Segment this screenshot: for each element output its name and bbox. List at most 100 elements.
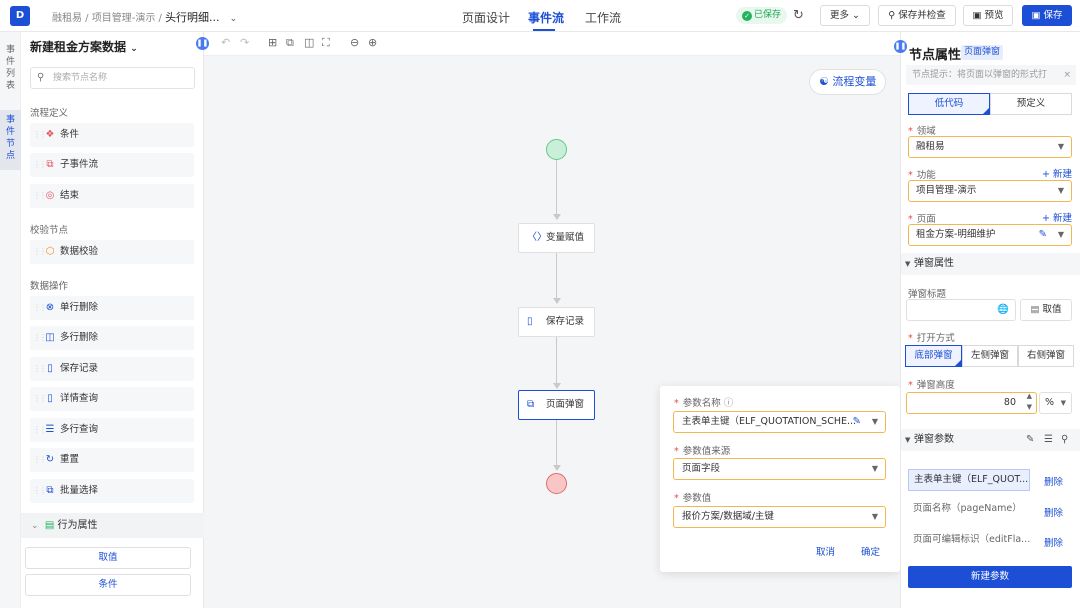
node-item-save-record[interactable]: ⋮⋮▯保存记录 [30,357,194,381]
new-page-link[interactable]: + 新建 [1042,213,1072,224]
open-mode-bottom[interactable]: 底部弹窗 [905,345,962,367]
delete-param-link[interactable]: 删除 [1044,538,1064,549]
search-input[interactable]: ⚲ 搜索节点名称 [30,67,195,89]
breadcrumb[interactable]: 融租易 / 项目管理-演示 / 头行明细... ⌄ [52,9,237,25]
delete-param-link[interactable]: 删除 [1044,477,1064,488]
drag-handle-icon[interactable]: ⋮⋮ [33,130,47,139]
edit-icon[interactable]: ✎ [1038,229,1047,240]
drag-handle-icon[interactable]: ⋮⋮ [33,486,47,495]
flow-node-save-record[interactable]: ▯保存记录 [518,307,595,337]
drag-handle-icon[interactable]: ⋮⋮ [33,364,47,373]
drag-handle-icon[interactable]: ⋮⋮ [33,455,47,464]
popup-title-input[interactable]: 🌐 [906,299,1016,321]
tab-low-code[interactable]: 低代码 [908,93,990,115]
delete-icon[interactable]: ◫ [304,36,315,49]
flow-node-assign[interactable]: 〈〉变量赋值 [518,223,595,253]
node-item-detail-query[interactable]: ⋮⋮▯详情查询 [30,387,194,411]
panel-title: 节点属性 [909,48,962,63]
undo-icon[interactable]: ↶ [221,36,231,49]
drag-handle-icon[interactable]: ⋮⋮ [33,303,47,312]
param-source-select[interactable]: 页面字段▼ [673,458,886,480]
node-item-batch-select[interactable]: ⋮⋮⧉批量选择 [30,479,194,503]
refresh-icon[interactable]: ↻ [793,8,804,23]
condition-button[interactable]: 条件 [25,574,191,596]
delete-param-link[interactable]: 删除 [1044,508,1064,519]
param-value-label: *参数值 [674,493,712,504]
drag-handle-icon[interactable]: ⋮⋮ [33,191,47,200]
node-item-multi-query[interactable]: ⋮⋮☰多行查询 [30,418,194,442]
node-item-data-check[interactable]: ⋮⋮⬡数据校验 [30,240,194,264]
zoom-out-icon[interactable]: ⊖ [350,36,360,49]
more-button[interactable]: 更多 ⌄ [820,5,870,26]
domain-select[interactable]: 融租易▼ [908,136,1072,158]
save-button[interactable]: ▣ 保存 [1022,5,1072,26]
start-node[interactable] [546,139,567,160]
drag-handle-icon[interactable]: ⋮⋮ [33,394,47,403]
help-icon[interactable]: ⓘ [723,398,734,409]
param-name-select[interactable]: 主表单主键（ELF_QUOTATION_SCHE...✎▼ [673,411,886,433]
flow-node-page-popup[interactable]: ⧉页面弹窗 [518,390,595,420]
edit-icon[interactable]: ✎ [1026,434,1035,445]
search-icon[interactable]: ⚲ [1061,434,1069,445]
cancel-button[interactable]: 取消 [816,547,836,558]
event-title[interactable]: 新建租金方案数据 ⌄ [30,40,138,54]
node-item-multi-delete[interactable]: ⋮⋮◫多行删除 [30,326,194,350]
drag-handle-icon[interactable]: ⋮⋮ [33,425,47,434]
tab-event-list[interactable]: 事件列表 [0,40,21,100]
copy-icon[interactable]: ⧉ [286,36,294,49]
tab-event-flow[interactable]: 事件流 [528,11,565,25]
node-properties-panel: ❚❚ 节点属性 页面弹窗 节点提示：将页面以弹窗的形式打× 低代码 预定义 *领… [894,32,1080,608]
save-and-check-button[interactable]: ⚲ 保存并检查 [878,5,956,26]
add-node-icon[interactable]: ⊞ [268,36,278,49]
chevron-down-icon[interactable]: ⌄ [229,14,238,24]
open-mode-right[interactable]: 右侧弹窗 [1018,345,1074,367]
node-item-single-delete[interactable]: ⋮⋮⊗单行删除 [30,296,194,320]
collapse-right-icon[interactable]: ❚❚ [894,40,907,53]
tab-page-design[interactable]: 页面设计 [462,11,511,25]
fit-view-icon[interactable]: ⛶ [322,36,330,49]
end-node[interactable] [546,473,567,494]
new-function-link[interactable]: + 新建 [1042,169,1072,180]
breadcrumb-current[interactable]: 头行明细... [165,11,220,24]
preview-button[interactable]: ▣ 预览 [963,5,1013,26]
drag-handle-icon[interactable]: ⋮⋮ [33,333,47,342]
drag-handle-icon[interactable]: ⋮⋮ [33,160,47,169]
function-select[interactable]: 项目管理-演示▼ [908,180,1072,202]
behavior-section-header[interactable]: ⌄ ▤ 行为属性 [21,513,204,538]
close-icon[interactable]: × [1063,70,1071,80]
page-select[interactable]: 租金方案-明细维护✎▼ [908,224,1072,246]
param-value-select[interactable]: 报价方案/数据域/主键▼ [673,506,886,528]
take-value-button[interactable]: 取值 [25,547,191,569]
param-row[interactable]: 页面可编辑标识（editFla... [913,534,1030,545]
collapse-left-icon[interactable]: ❚❚ [196,37,209,50]
popup-params-section[interactable]: ▼弹窗参数 ✎ ☰ ⚲ [901,429,1080,451]
tab-event-nodes[interactable]: 事件节点 [0,110,21,170]
edit-icon[interactable]: ✎ [852,416,861,427]
node-item-reset[interactable]: ⋮⋮↻重置 [30,448,194,472]
height-unit-select[interactable]: %▼ [1039,392,1072,414]
take-value-button[interactable]: ▤ 取值 [1020,299,1072,321]
tab-predefined[interactable]: 预定义 [990,93,1072,115]
flow-variables-button[interactable]: ☯ 流程变量 [809,69,887,95]
code-icon: 〈〉 [527,232,547,243]
confirm-button[interactable]: 确定 [861,547,881,558]
breadcrumb-path[interactable]: 融租易 / 项目管理-演示 / [52,13,166,24]
node-item-end[interactable]: ⋮⋮◎结束 [30,184,194,208]
list-icon[interactable]: ☰ [1044,434,1053,445]
app-logo[interactable]: D [10,6,30,26]
node-item-condition[interactable]: ⋮⋮❖条件 [30,123,194,147]
zoom-in-icon[interactable]: ⊕ [368,36,378,49]
tab-workflow[interactable]: 工作流 [585,11,622,25]
node-item-subflow[interactable]: ⋮⋮⧉子事件流 [30,153,194,177]
floppy-icon: ▣ [1031,10,1041,21]
redo-icon[interactable]: ↷ [240,36,250,49]
drag-handle-icon[interactable]: ⋮⋮ [33,247,47,256]
globe-icon[interactable]: 🌐 [997,304,1009,315]
param-row[interactable]: 主表单主键（ELF_QUOT... [908,469,1030,491]
stepper-icon[interactable]: ▲▼ [1026,392,1032,411]
open-mode-left[interactable]: 左侧弹窗 [962,345,1018,367]
param-row[interactable]: 页面名称（pageName） [913,503,1022,514]
new-param-button[interactable]: 新建参数 [908,566,1072,588]
popup-height-input[interactable]: 80▲▼ [906,392,1037,414]
popup-props-section[interactable]: ▼弹窗属性 [901,253,1080,275]
